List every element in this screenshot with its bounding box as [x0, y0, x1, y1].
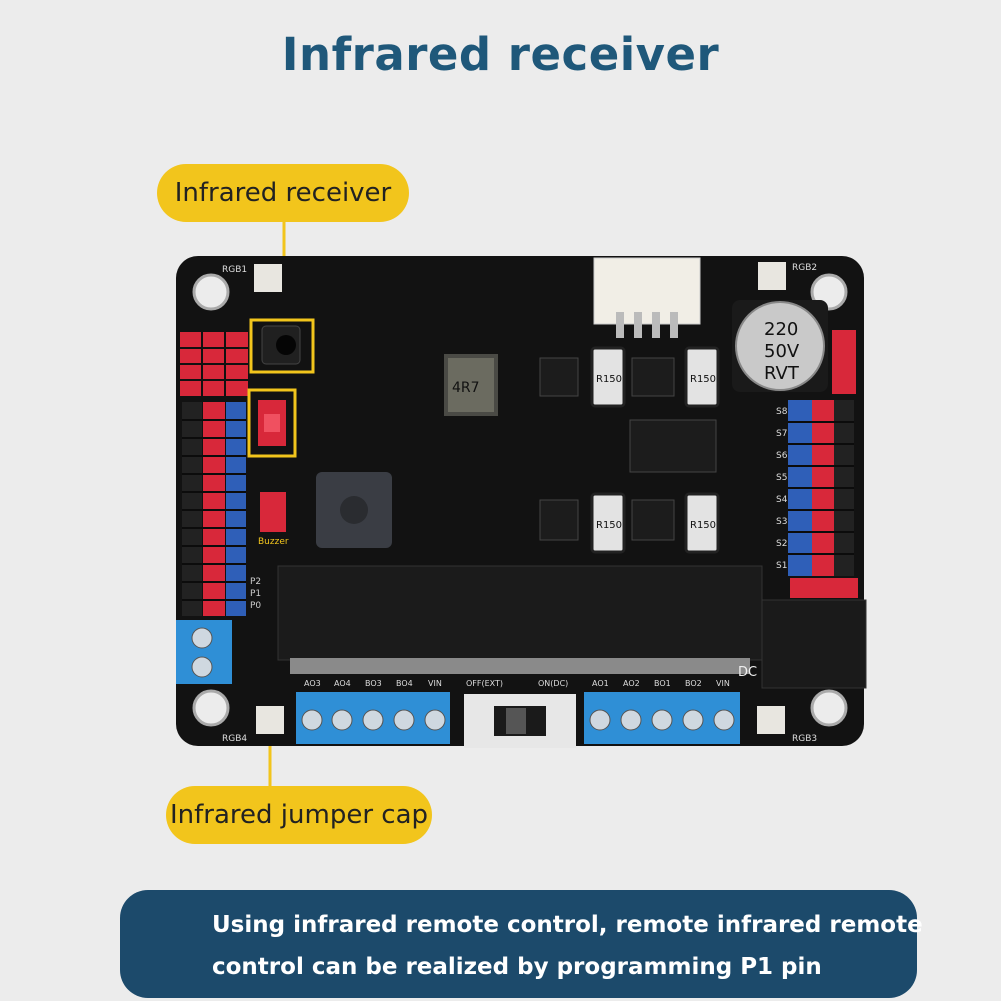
servo-label: S8: [776, 407, 788, 417]
pin-label: P1: [250, 589, 261, 599]
mosfet-ic: [539, 499, 579, 541]
servo-label: S3: [776, 517, 787, 527]
infrared-receiver-highlight: [249, 318, 315, 374]
description-panel: Using infrared remote control, remote in…: [120, 890, 923, 998]
shunt-resistors: [590, 346, 720, 554]
rgb-led: [758, 262, 786, 290]
terminal-label: VIN: [716, 679, 730, 688]
pin-label: P2: [250, 577, 261, 587]
infrared-receiver-callout: Infrared receiver: [157, 164, 409, 222]
page-title: Infrared receiver: [281, 28, 720, 81]
capacitor-text: RVT: [764, 363, 800, 384]
inductor-text: 4R7: [452, 380, 480, 396]
terminal-label: BO2: [685, 679, 702, 688]
resistor-text: R150: [596, 520, 622, 531]
dc-power-jack: [761, 599, 867, 689]
servo-label: S7: [776, 429, 787, 439]
edge-connector-pins: [290, 658, 750, 674]
terminal-label: AO3: [304, 679, 321, 688]
red-header: [832, 330, 856, 394]
description-line: Using infrared remote control, remote in…: [212, 912, 923, 938]
terminal-label: VIN: [428, 679, 442, 688]
mosfet-ic: [539, 357, 579, 397]
rgb-label: RGB1: [222, 265, 247, 275]
mounting-hole: [192, 273, 230, 311]
mounting-hole: [192, 689, 230, 727]
mosfet-ic: [631, 499, 675, 541]
servo-label: S1: [776, 561, 787, 571]
terminal-label: BO4: [396, 679, 413, 688]
buzzer-label: Buzzer: [258, 537, 289, 547]
terminal-label: AO2: [623, 679, 640, 688]
rgb-led: [256, 706, 284, 734]
terminal-label: BO1: [654, 679, 671, 688]
infrared-jumper-highlight: [247, 388, 297, 458]
rgb-label: RGB4: [222, 734, 247, 744]
servo-label: S6: [776, 451, 788, 461]
microbit-slot: [277, 565, 763, 661]
resistor-text: R150: [690, 374, 716, 385]
resistor-text: R150: [596, 374, 622, 385]
buzzer-jumper: [260, 492, 286, 532]
mounting-hole: [810, 689, 848, 727]
capacitor-text: 220: [764, 319, 798, 340]
rgb-label: RGB3: [792, 734, 817, 744]
resistor-text: R150: [690, 520, 716, 531]
description-line: control can be realized by programming P…: [212, 954, 822, 980]
mosfet-ic: [631, 357, 675, 397]
capacitor-text: 50V: [764, 341, 800, 362]
terminal-label: BO3: [365, 679, 382, 688]
infrared-jumper-callout: Infrared jumper cap: [166, 786, 432, 844]
left-header-grid: [182, 419, 246, 601]
rgb-led: [254, 264, 282, 292]
rgb-led: [757, 706, 785, 734]
red-jumper-strip: [790, 578, 858, 598]
servo-label: S4: [776, 495, 788, 505]
dc-label: DC: [738, 665, 757, 680]
switch-label: OFF(EXT): [466, 679, 503, 688]
capacitor: [735, 301, 825, 391]
driver-ic: [629, 419, 717, 473]
terminal-label: AO1: [592, 679, 609, 688]
terminal-label: AO4: [334, 679, 351, 688]
rgb-label: RGB2: [792, 263, 817, 273]
servo-label: S2: [776, 539, 787, 549]
servo-label: S5: [776, 473, 787, 483]
white-connector: [593, 257, 701, 325]
pin-label: P0: [250, 601, 261, 611]
switch-label: ON(DC): [538, 679, 568, 688]
